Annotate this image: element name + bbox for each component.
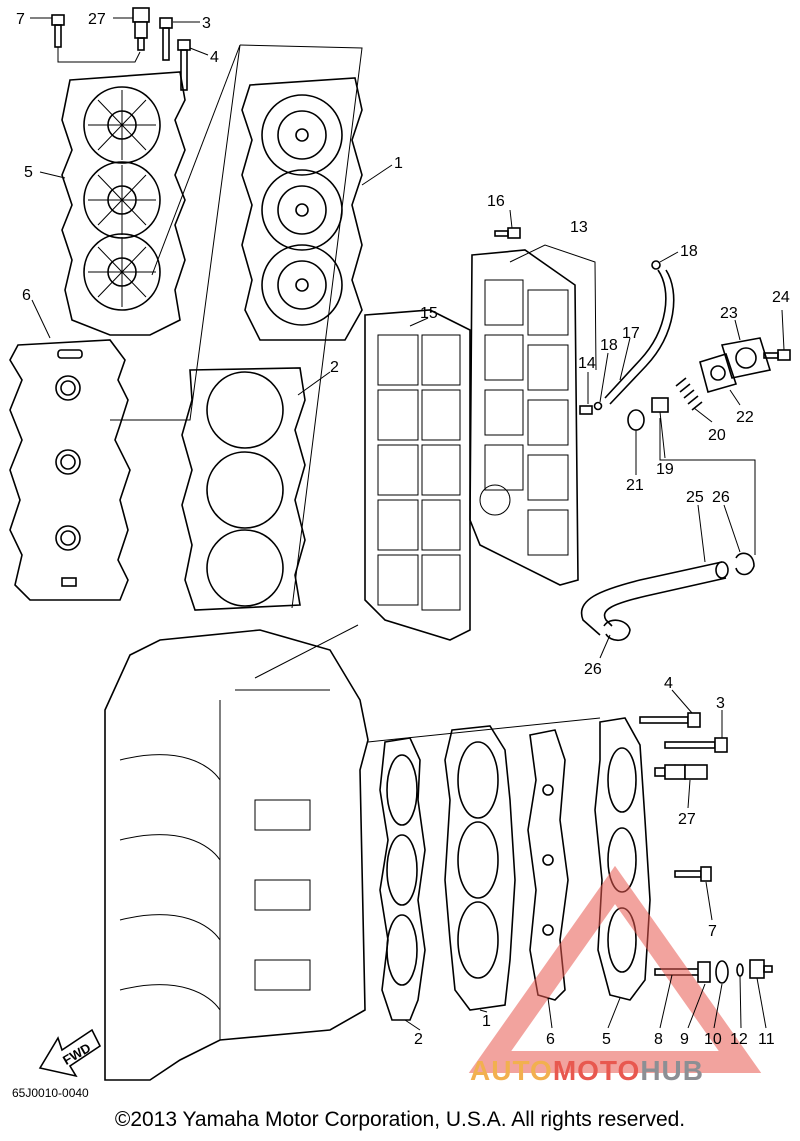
callout-5-lower: 5	[602, 1031, 611, 1048]
callout-26-upper: 26	[712, 489, 730, 506]
callout-15: 15	[420, 305, 438, 322]
callout-16: 16	[487, 193, 505, 210]
fitting-14	[579, 405, 593, 415]
callout-5-top: 5	[24, 164, 33, 181]
nut-9	[697, 961, 711, 983]
clamp-26-lower	[603, 619, 631, 642]
callout-27-top: 27	[88, 11, 106, 28]
callout-26-lower: 26	[584, 661, 602, 678]
thermostat-19	[651, 397, 669, 413]
cylinder-head-top	[241, 77, 363, 341]
document-code: 65J0010-0040	[12, 1086, 89, 1100]
callout-27-lower: 27	[678, 811, 696, 828]
callout-6-lower: 6	[546, 1031, 555, 1048]
bolt-4-top	[177, 39, 191, 91]
callout-22: 22	[736, 409, 754, 426]
watermark-auto: AUTO	[470, 1055, 553, 1086]
callout-12: 12	[730, 1031, 748, 1048]
copyright-notice: ©2013 Yamaha Motor Corporation, U.S.A. A…	[114, 1108, 686, 1131]
hose-17	[604, 260, 675, 405]
bolt-24	[763, 349, 791, 361]
watermark-hub: HUB	[640, 1055, 704, 1086]
callout-21: 21	[626, 477, 644, 494]
water-hose-25	[580, 561, 729, 636]
spark-plug-27-top	[132, 7, 150, 51]
callout-2-lower: 2	[414, 1031, 423, 1048]
bolt-16	[494, 227, 521, 239]
cylinder-head-cover-lower	[594, 717, 651, 1001]
cylinder-head-gasket-lower	[379, 737, 426, 1021]
watermark-moto: MOTO	[552, 1055, 641, 1086]
callout-24: 24	[772, 289, 790, 306]
callout-19: 19	[656, 461, 674, 478]
callout-18-top: 18	[680, 243, 698, 260]
spring-20	[675, 377, 703, 411]
callout-6-top: 6	[22, 287, 31, 304]
callout-1-top: 1	[394, 155, 403, 172]
callout-3-top: 3	[202, 15, 211, 32]
grommet-21	[627, 409, 645, 431]
callout-3-lower: 3	[716, 695, 725, 712]
callout-7-top: 7	[16, 11, 25, 28]
head-cover-gasket-lower	[527, 729, 569, 1001]
callout-13: 13	[570, 219, 588, 236]
gasket-22	[699, 353, 738, 393]
bolt-7-top	[51, 14, 65, 48]
callout-1-lower: 1	[482, 1013, 491, 1030]
callout-14: 14	[578, 355, 596, 372]
bolt-7-lower	[674, 866, 712, 882]
head-cover-gasket-top	[9, 339, 131, 601]
callout-7-lower: 7	[708, 923, 717, 940]
callout-8: 8	[654, 1031, 663, 1048]
crankcase	[104, 629, 369, 1081]
washer-10	[715, 960, 729, 984]
callout-11: 11	[758, 1031, 775, 1048]
callout-18-lower: 18	[600, 337, 618, 354]
callout-10: 10	[704, 1031, 722, 1048]
bolt-3-lower	[664, 737, 728, 753]
callout-4-lower: 4	[664, 675, 673, 692]
washer-12	[736, 963, 744, 977]
watermark-triangle	[468, 865, 762, 1073]
cylinder-head-cover-top	[61, 71, 186, 336]
bolt-4-lower	[639, 712, 701, 728]
bolt-3-top	[159, 17, 173, 61]
bolt-11	[749, 959, 773, 979]
callout-2-top: 2	[330, 359, 339, 376]
cylinder-head-gasket-top	[181, 367, 306, 611]
clamp-26-upper	[735, 552, 755, 576]
cylinder-head-lower	[444, 725, 516, 1011]
clip-18-lower	[593, 401, 603, 411]
callout-25: 25	[686, 489, 704, 506]
callout-23: 23	[720, 305, 738, 322]
fwd-arrow: FWD	[38, 1028, 102, 1078]
exhaust-cover	[469, 249, 579, 586]
thermostat-cover-23	[720, 337, 772, 379]
spark-plug-27-lower	[654, 764, 708, 780]
callout-20: 20	[708, 427, 726, 444]
callout-4-top: 4	[210, 49, 219, 66]
callout-9: 9	[680, 1031, 689, 1048]
callout-17: 17	[622, 325, 640, 342]
exhaust-cover-gasket	[364, 309, 471, 641]
watermark-logo: AUTOMOTOHUB	[470, 1055, 704, 1087]
